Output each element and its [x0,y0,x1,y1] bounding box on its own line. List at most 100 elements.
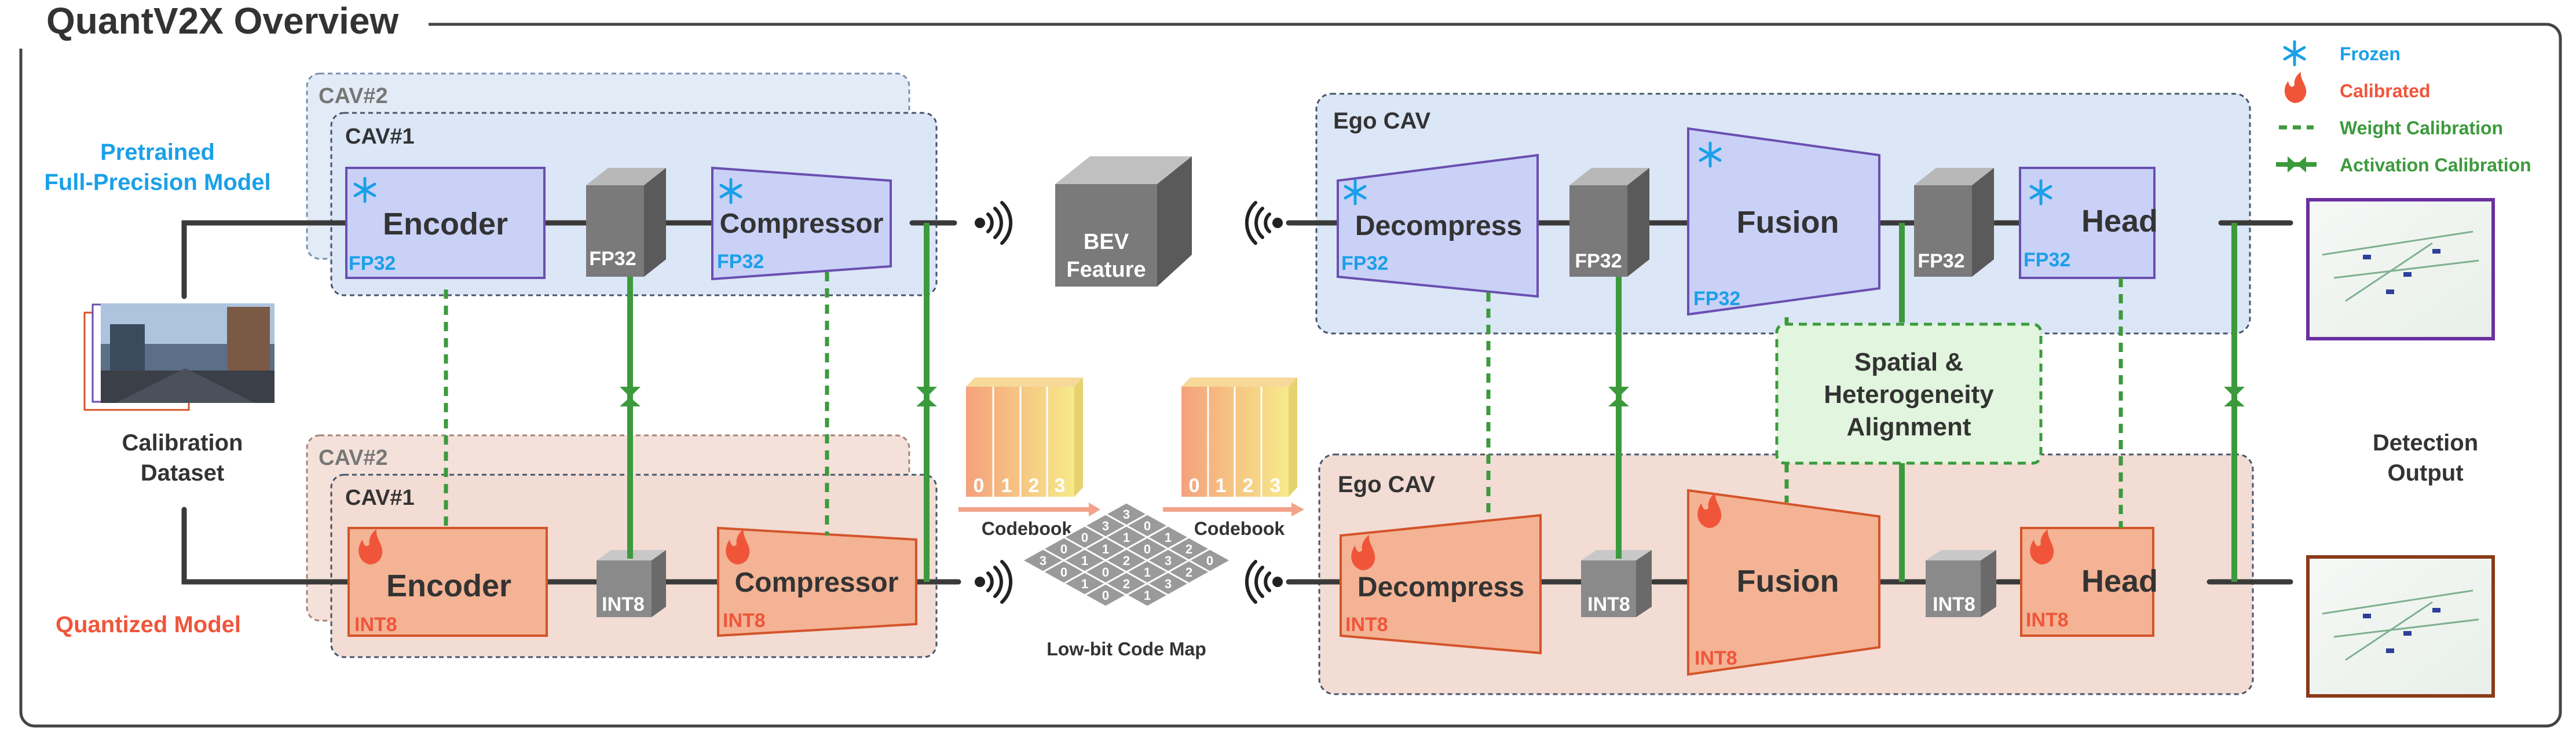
snowflake-icon [353,177,376,203]
calibration-label-1: Calibration [122,430,243,456]
detection-output-top [2306,198,2495,340]
top-head-label: Head [2081,204,2158,239]
bev-feature-label-2: Feature [1066,258,1146,282]
top-encoder-precision: FP32 [349,252,396,274]
code-map-value: 3 [1102,519,1109,533]
detection-label-1: Detection [2373,430,2478,456]
top-fp32-cube: FP32 [586,168,666,277]
top-fusion-label: Fusion [1737,205,1839,240]
top-encoder-block: Encoder FP32 [345,167,546,279]
codebook-left: 0 1 2 3 [966,377,1083,497]
bottom-decompress-block: Decompress INT8 [1340,514,1542,655]
diagram-title: QuantV2X Overview [46,0,398,42]
top-encoder-label: Encoder [383,207,508,241]
calibration-label-2: Dataset [141,460,225,486]
codebook-right-label: Codebook [1194,518,1285,539]
flame-icon [2284,72,2307,103]
svg-text:3: 3 [1055,475,1066,497]
code-map-value: 0 [1144,519,1151,533]
bottom-decompress-precision: INT8 [1345,614,1388,636]
bottom-compressor-precision: INT8 [723,610,766,632]
svg-text:2: 2 [1243,475,1254,497]
wireless-transmit-icon [975,560,1013,604]
input-bottom-line [181,507,352,585]
code-map-value: 3 [1165,577,1172,591]
code-map-value: 1 [1102,542,1109,556]
bottom-head-label: Head [2081,564,2158,599]
calibration-dataset-image [83,303,275,411]
bottom-encoder-precision: INT8 [354,614,397,636]
flame-icon [726,529,750,564]
bottom-encoder-label: Encoder [386,569,511,603]
top-compressor-precision: FP32 [717,251,764,273]
code-map-value: 3 [1123,507,1130,522]
code-map-value: 0 [1081,530,1088,545]
pretrained-label-2: Full-Precision Model [44,170,270,195]
top-cav1-label: CAV#1 [345,124,415,149]
detection-output-bottom [2306,555,2495,698]
flame-icon [1351,535,1375,570]
bottom-encoder-block: Encoder INT8 [347,527,548,637]
code-map-value: 1 [1123,530,1130,545]
code-map-value: 0 [1060,565,1067,580]
legend-weight: Weight Calibration [2340,118,2503,138]
bottom-compressor-block: Compressor INT8 [717,526,917,637]
top-fusion-block: Fusion FP32 [1687,127,1880,316]
bottom-fusion-block: Fusion INT8 [1687,489,1880,676]
codebook-left-label: Codebook [982,518,1073,539]
flame-icon [358,529,383,564]
bottom-head-precision: INT8 [2026,609,2069,631]
wireless-receive-icon [1245,560,1283,604]
svg-text:INT8: INT8 [602,593,645,615]
legend-activation-marker [2276,156,2317,173]
code-map-label: Low-bit Code Map [1046,639,1206,659]
snowflake-icon [719,178,742,204]
pretrained-label-1: Pretrained [100,140,215,165]
top-head-precision: FP32 [2024,249,2070,271]
svg-text:0: 0 [1189,475,1200,497]
overview-frame [19,23,2562,728]
bottom-compressor-label: Compressor [735,567,899,598]
svg-text:FP32: FP32 [589,248,636,270]
bottom-fusion-precision: INT8 [1695,647,1737,669]
code-map-value: 1 [1081,577,1088,591]
code-map-value: 1 [1165,530,1172,545]
svg-text:2: 2 [1029,475,1040,497]
code-map-value: 1 [1144,565,1151,580]
wireless-transmit-icon [975,201,1013,245]
svg-text:FP32: FP32 [1575,250,1622,272]
code-map-value: 0 [1102,565,1109,580]
code-map-cell [1082,582,1129,608]
code-map-value: 2 [1185,565,1192,580]
alignment-line-2: Heterogeneity [1824,380,1994,409]
svg-text:1: 1 [1216,475,1227,497]
code-map-value: 2 [1123,553,1130,568]
bottom-cav2-label: CAV#2 [319,446,388,470]
snowflake-icon [2029,179,2052,206]
code-map-value: 1 [1081,553,1088,568]
code-map-value: 0 [1060,542,1067,556]
top-cav2-label: CAV#2 [319,84,388,108]
detection-label-2: Output [2387,460,2463,486]
code-map-value: 3 [1040,553,1046,568]
flame-icon [2030,529,2054,564]
bottom-cav1-label: CAV#1 [345,486,415,510]
top-compressor-block: Compressor FP32 [711,166,892,281]
legend-activation: Activation Calibration [2340,155,2531,175]
code-map-value: 2 [1123,577,1130,591]
top-decompress-block: Decompress FP32 [1337,153,1539,298]
bev-feature-label-1: BEV [1084,230,1129,254]
code-map-cell [1124,582,1170,608]
alignment-line-3: Alignment [1846,413,1971,441]
ego-fp32-cube-2: FP32 [1914,168,1994,277]
svg-text:INT8: INT8 [1933,593,1975,615]
bottom-head-block: Head INT8 [2020,527,2158,637]
top-ego-label: Ego CAV [1333,108,1430,134]
code-map-value: 0 [1206,553,1213,568]
top-decompress-label: Decompress [1355,211,1522,241]
bottom-int8-cube: INT8 [597,550,666,617]
snowflake-icon [1344,179,1367,206]
bottom-ego-label: Ego CAV [1338,472,1435,497]
wireless-receive-icon [1245,201,1283,245]
